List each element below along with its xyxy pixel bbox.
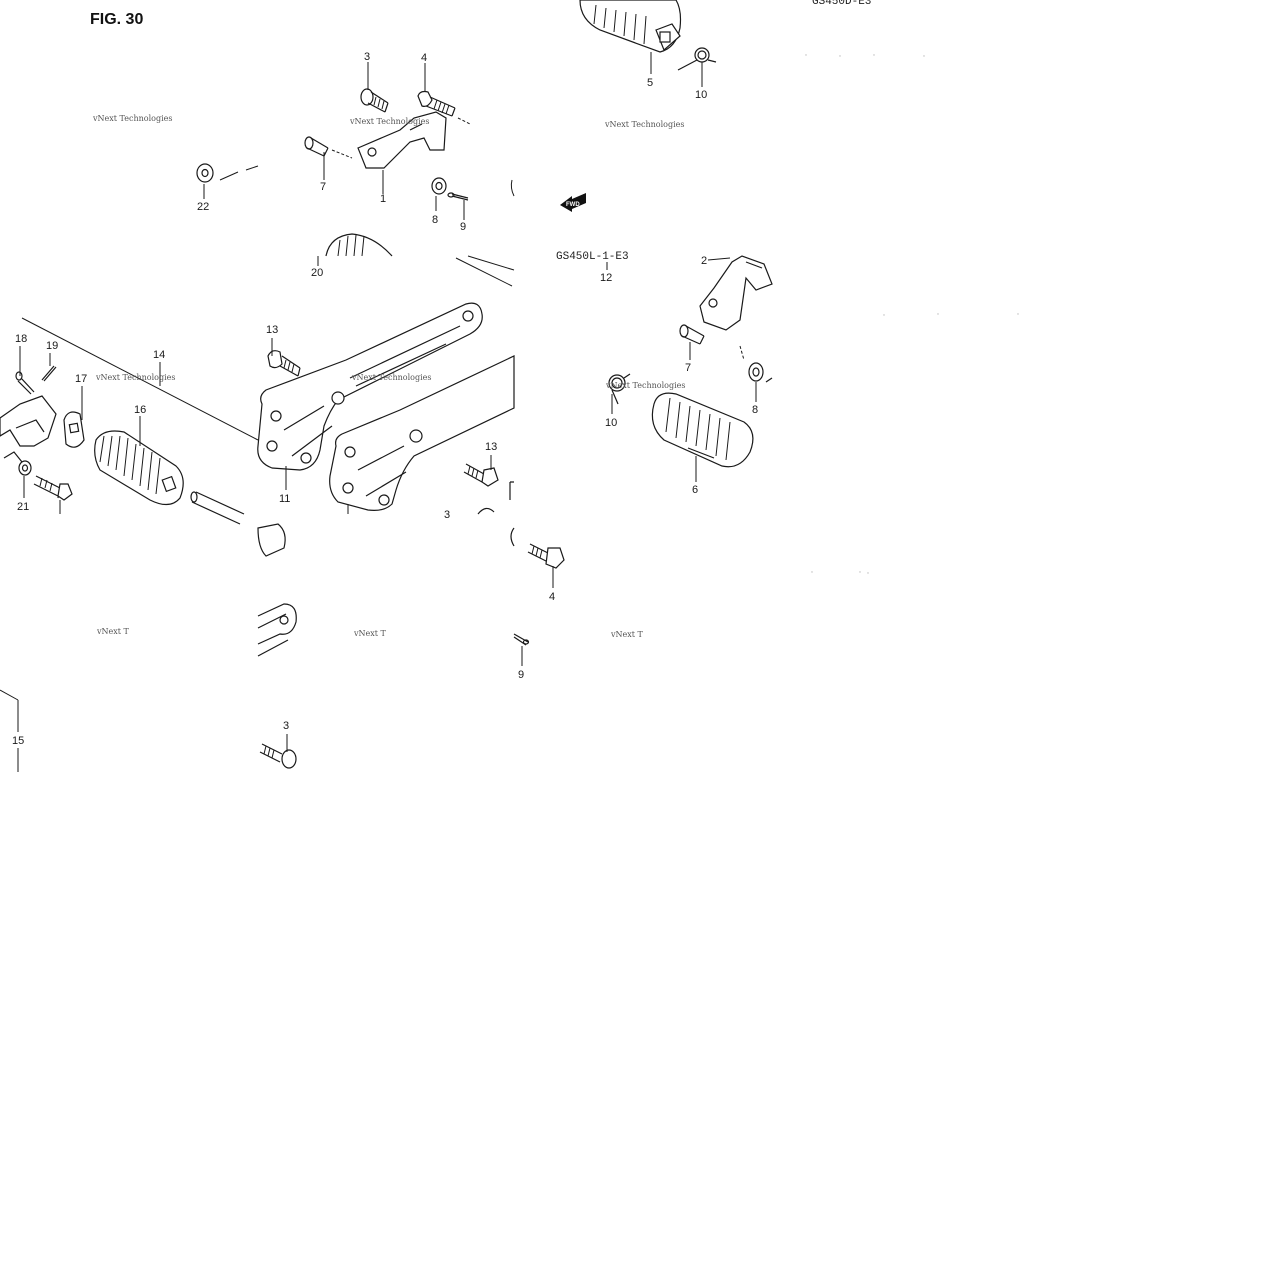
bracket-lower-partial xyxy=(257,603,297,657)
watermark: vNext Technologies xyxy=(349,117,429,126)
footrest-bracket-12 xyxy=(329,355,515,511)
partial-dashed-lines xyxy=(455,179,515,287)
watermark: vNext Technologies xyxy=(351,373,431,382)
part-label-11: 11 xyxy=(279,493,290,505)
part-label-2: 2 xyxy=(701,255,707,267)
part-label-3: 3 xyxy=(444,509,450,521)
footrest-bracket-11 xyxy=(257,302,483,471)
footrest-rubber-6 xyxy=(651,392,754,468)
svg-text:vNext T: vNext T xyxy=(353,629,387,638)
leader-lines xyxy=(0,52,757,772)
footrest-shaft xyxy=(190,491,245,525)
model-code-top: GS450D-E3 xyxy=(812,0,871,8)
leader-line-14 xyxy=(21,317,259,441)
part-label-10: 10 xyxy=(605,417,617,429)
part-label-13: 13 xyxy=(485,441,497,453)
end-cap xyxy=(257,523,286,557)
pin-18 xyxy=(15,371,35,395)
part-label-22: 22 xyxy=(197,201,209,213)
watermark: vNext Technologies xyxy=(605,381,685,390)
scan-noise xyxy=(805,54,1019,574)
part-label-9: 9 xyxy=(460,221,466,233)
bolt-4-lower xyxy=(510,527,565,569)
spring-10-top xyxy=(677,47,717,71)
cotter-9-lower xyxy=(513,633,530,646)
spring-10-right xyxy=(608,373,631,405)
bolt-3-lower xyxy=(259,743,297,769)
plate-17 xyxy=(63,411,85,448)
part-label-8: 8 xyxy=(752,404,758,416)
part-label-4: 4 xyxy=(549,591,555,603)
watermarks: vNext Technologies vNext Technologies vN… xyxy=(92,114,685,639)
svg-text:vNext T: vNext T xyxy=(610,630,644,639)
svg-text:vNext T: vNext T xyxy=(96,627,130,636)
part-label-18: 18 xyxy=(15,333,27,345)
watermark: vNext Technologies xyxy=(95,373,175,382)
part-label-19: 19 xyxy=(46,340,58,352)
cotter-pin-9-top xyxy=(447,192,469,201)
watermark: vNext Technologies xyxy=(604,120,684,129)
watermark: vNext Technologies xyxy=(92,114,172,123)
part-labels: 3 4 1 7 8 9 22 5 10 20 18 19 14 17 16 21… xyxy=(12,51,758,747)
part-label-14: 14 xyxy=(153,349,165,361)
part-label-5: 5 xyxy=(647,77,653,89)
fwd-label: FWD xyxy=(566,202,580,208)
part-label-12: 12 xyxy=(600,272,612,284)
part-label-9: 9 xyxy=(518,669,524,681)
part-label-3: 3 xyxy=(364,51,370,63)
part-label-21: 21 xyxy=(17,501,29,513)
footrest-rubber-5 xyxy=(579,0,682,53)
bracket-1 xyxy=(357,111,447,169)
figure-title: FIG. 30 xyxy=(90,11,143,28)
part-label-15: 15 xyxy=(12,735,24,747)
bolt-13-top xyxy=(267,350,301,377)
washer-21 xyxy=(18,460,32,476)
bracket-15 xyxy=(0,395,57,463)
part-label-8: 8 xyxy=(432,214,438,226)
washer-lower xyxy=(477,481,514,515)
footrest-rubber-16 xyxy=(94,430,184,506)
bolt-3-top xyxy=(360,88,389,113)
pin-7-right xyxy=(679,324,705,345)
nut-22 xyxy=(196,163,259,183)
part-label-1: 1 xyxy=(380,193,386,205)
part-label-10: 10 xyxy=(695,89,707,101)
part-label-16: 16 xyxy=(134,404,146,416)
bolt-4-top xyxy=(417,90,471,125)
bracket-2-right xyxy=(699,255,773,331)
cotter-19 xyxy=(41,365,57,382)
model-code-mid: GS450L-1-E3 xyxy=(556,251,629,263)
rubber-20-top xyxy=(325,233,393,257)
bolt-13-right xyxy=(463,463,499,487)
part-label-17: 17 xyxy=(75,373,87,385)
part-label-3: 3 xyxy=(283,720,289,732)
washer-8-right xyxy=(739,345,773,383)
part-label-4: 4 xyxy=(421,52,427,64)
part-label-13: 13 xyxy=(266,324,278,336)
bolt-left xyxy=(33,475,73,501)
pin-7-top xyxy=(304,136,353,159)
part-label-6: 6 xyxy=(692,484,698,496)
part-label-7: 7 xyxy=(320,181,326,193)
part-label-20: 20 xyxy=(311,267,323,279)
fwd-arrow-icon: FWD xyxy=(560,193,586,212)
part-label-7: 7 xyxy=(685,362,691,374)
washer-8-top xyxy=(431,177,447,195)
